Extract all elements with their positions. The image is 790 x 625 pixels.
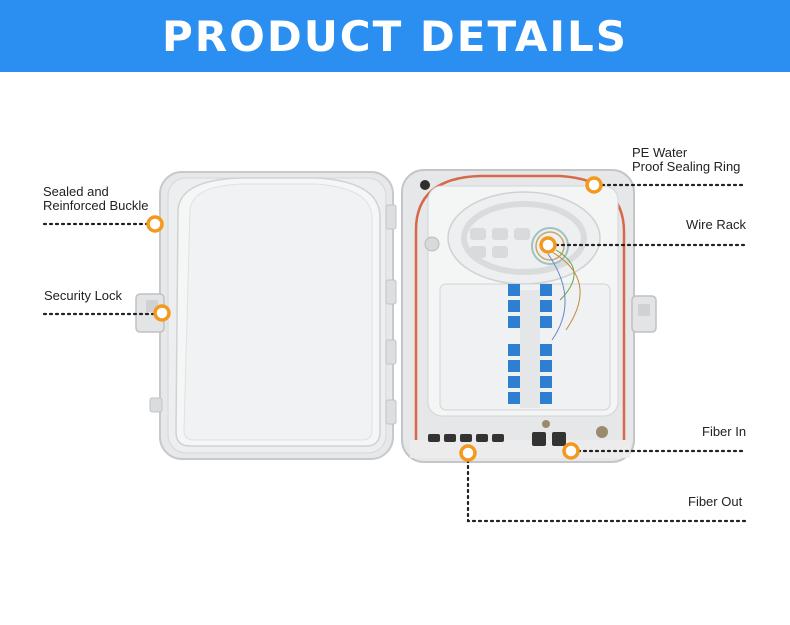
marker-pe-water bbox=[585, 176, 603, 194]
label-pe-line1: PE Water bbox=[632, 145, 688, 160]
label-sealed-line2: Reinforced Buckle bbox=[43, 198, 149, 213]
marker-security bbox=[153, 304, 171, 322]
page-title: PRODUCT DETAILS bbox=[162, 11, 628, 61]
label-security-lock: Security Lock bbox=[44, 288, 123, 303]
marker-wire-rack bbox=[539, 236, 557, 254]
label-pe-water-ring: PE Water Proof Sealing Ring bbox=[632, 146, 740, 174]
label-sealed-buckle: Sealed and Reinforced Buckle bbox=[43, 185, 149, 213]
marker-sealed bbox=[146, 215, 164, 233]
label-wire-rack: Wire Rack bbox=[686, 217, 746, 232]
header-banner: PRODUCT DETAILS bbox=[0, 0, 790, 72]
callout-lines bbox=[42, 183, 748, 523]
marker-fiber-out bbox=[459, 444, 477, 462]
callout-markers bbox=[146, 176, 603, 462]
label-fiber-out: Fiber Out bbox=[688, 494, 743, 509]
enclosure-base bbox=[401, 169, 657, 463]
label-fiber-in: Fiber In bbox=[702, 424, 747, 439]
label-sealed-line1: Sealed and bbox=[43, 184, 109, 199]
leader-fiber-out bbox=[466, 458, 748, 523]
marker-fiber-in bbox=[562, 442, 580, 460]
label-pe-line2: Proof Sealing Ring bbox=[632, 159, 741, 174]
enclosure-lid bbox=[135, 171, 397, 460]
